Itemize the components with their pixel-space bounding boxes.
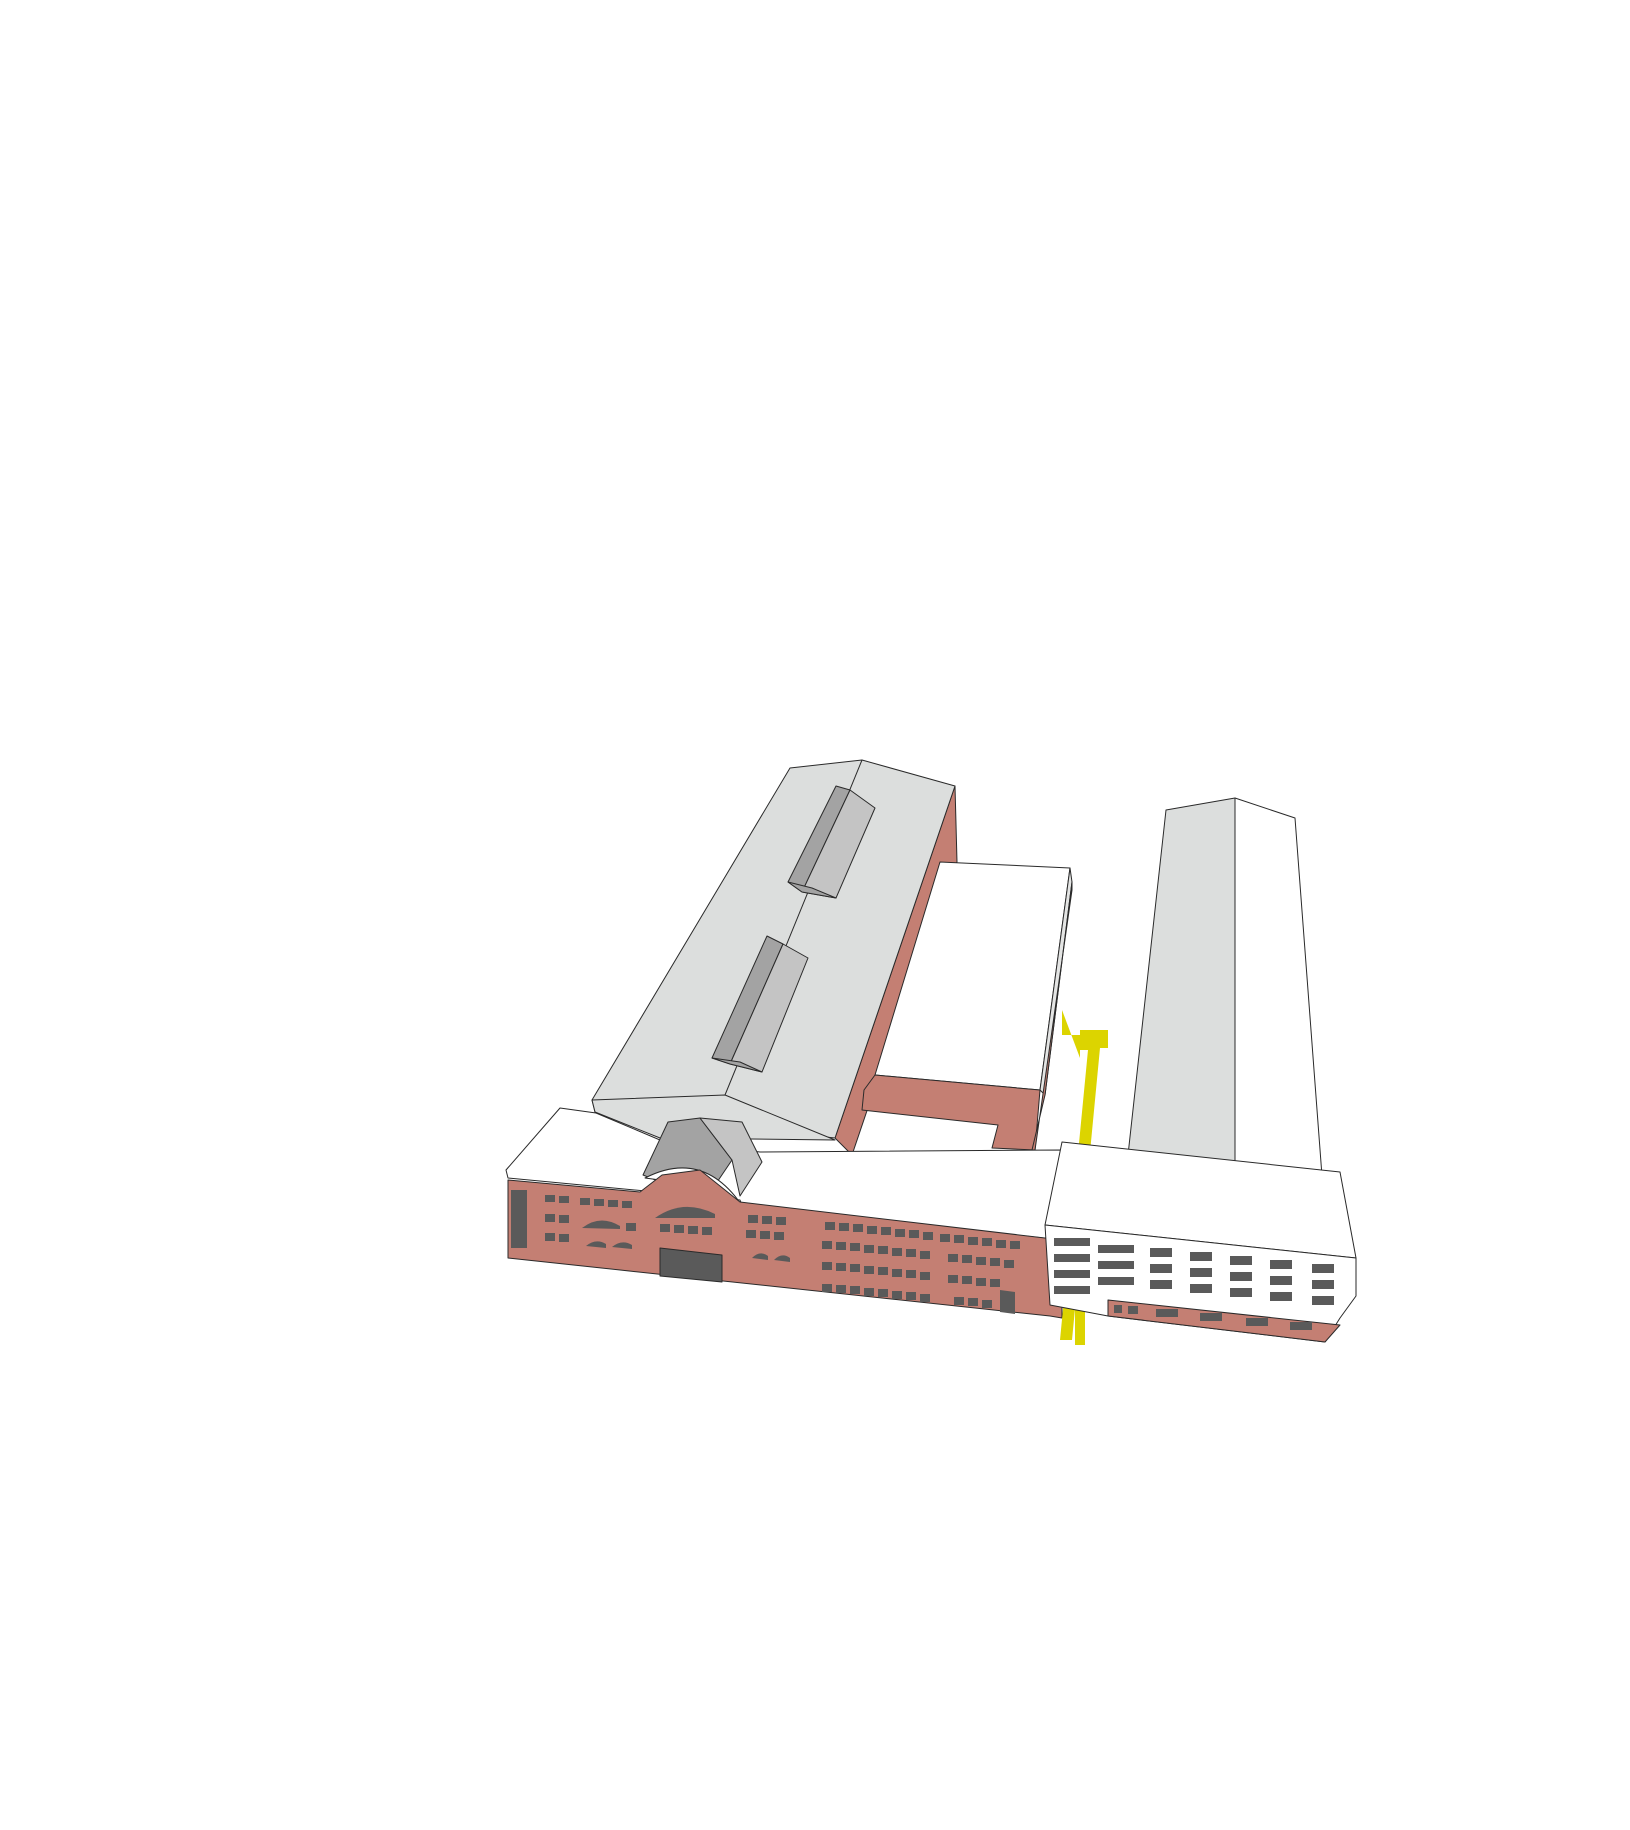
front-right-ground-windows xyxy=(1114,1305,1312,1330)
end-door xyxy=(1000,1290,1015,1314)
facade-windows-row-2 xyxy=(545,1214,1014,1268)
right-tall-roof-left xyxy=(1127,797,1236,1169)
right-tall-block xyxy=(1127,797,1323,1177)
facade-windows-row-3 xyxy=(545,1233,1000,1287)
center-block-brick-side xyxy=(1031,881,1073,1151)
front-building-facade xyxy=(507,1169,1063,1319)
facade-windows-row-1 xyxy=(545,1195,1020,1249)
right-tall-roof-right xyxy=(1234,797,1323,1177)
long-hall xyxy=(591,759,958,1156)
skylight-upper xyxy=(787,785,876,899)
front-right-block xyxy=(1044,1141,1357,1343)
front-brick-building xyxy=(505,1107,1063,1319)
facade-windows-row-4 xyxy=(822,1284,992,1308)
main-entrance xyxy=(659,1247,723,1283)
front-right-windows xyxy=(1054,1238,1334,1305)
center-block xyxy=(861,861,1073,1151)
center-block-brick-base xyxy=(861,1074,1041,1151)
skylight-lower xyxy=(711,935,809,1073)
